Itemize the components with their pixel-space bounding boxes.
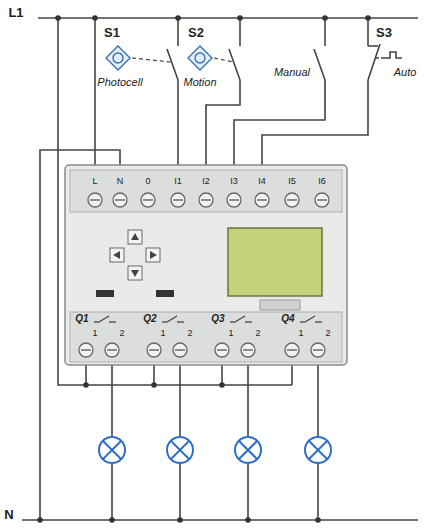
pin-number: 2 xyxy=(187,329,192,338)
output-name: Q4 xyxy=(281,314,294,324)
sensor-symbols xyxy=(106,46,212,70)
junction-dots xyxy=(37,15,371,523)
lamp-symbols xyxy=(99,437,331,463)
terminal-screws xyxy=(79,193,329,357)
wires xyxy=(22,18,418,520)
terminal-name: I4 xyxy=(258,177,266,186)
actuator-links xyxy=(132,58,233,62)
pin-number: 2 xyxy=(119,329,124,338)
switch-name: S3 xyxy=(376,26,392,39)
pin-number: 1 xyxy=(160,329,165,338)
controller-housing xyxy=(65,165,347,365)
switch-name: Manual xyxy=(274,67,310,78)
terminal-name: I5 xyxy=(288,177,296,186)
pin-number: 1 xyxy=(228,329,233,338)
switch-name: Auto xyxy=(394,67,417,78)
terminal-name: 0 xyxy=(145,177,150,186)
switch-name: S1 xyxy=(104,26,120,39)
rail-name: N xyxy=(4,508,13,521)
pin-number: 1 xyxy=(298,329,303,338)
terminal-name: I1 xyxy=(174,177,182,186)
terminal-name: I6 xyxy=(318,177,326,186)
pin-number: 1 xyxy=(92,329,97,338)
terminal-name: N xyxy=(117,177,124,186)
switch-name: S2 xyxy=(188,26,204,39)
terminal-name: I2 xyxy=(202,177,210,186)
output-name: Q1 xyxy=(75,314,88,324)
output-name: Q3 xyxy=(211,314,224,324)
pin-number: 2 xyxy=(255,329,260,338)
rail-name: L1 xyxy=(8,6,23,19)
pin-number: 2 xyxy=(325,329,330,338)
sensor-name: Motion xyxy=(183,77,216,88)
sensor-name: Photocell xyxy=(97,77,142,88)
terminal-name: I3 xyxy=(230,177,238,186)
output-name: Q2 xyxy=(143,314,156,324)
terminal-name: L xyxy=(92,177,97,186)
